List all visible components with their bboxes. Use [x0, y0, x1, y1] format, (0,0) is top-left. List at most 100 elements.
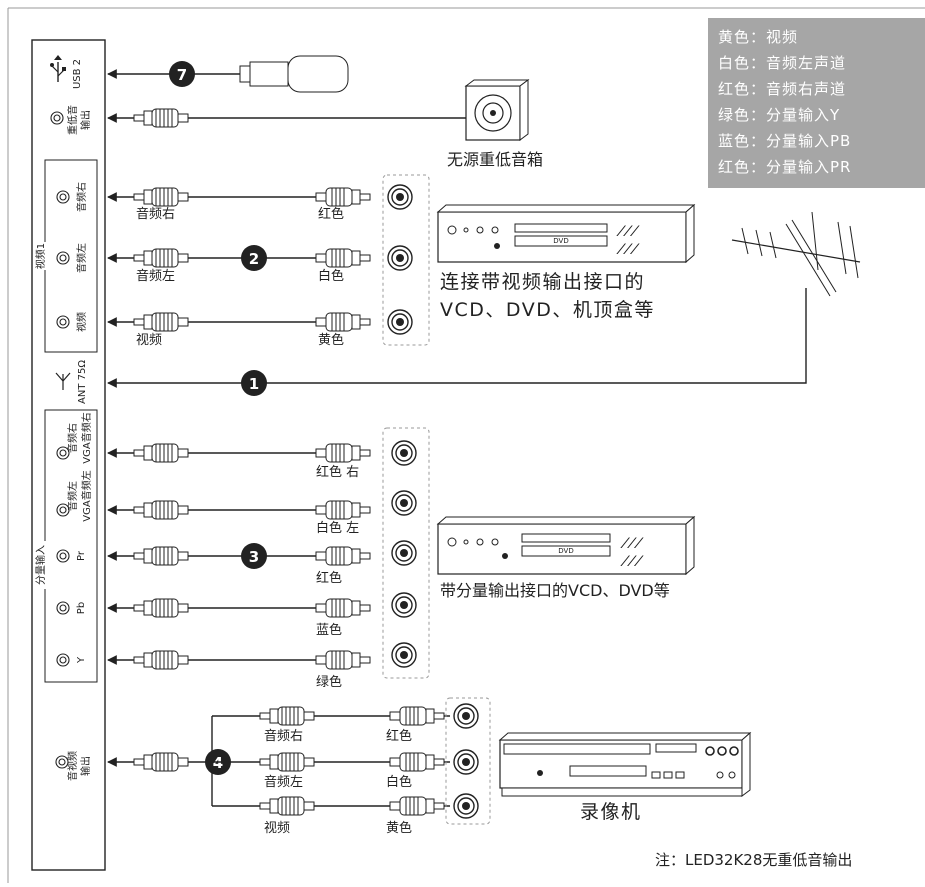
y-label: Y [76, 656, 87, 664]
video1-cable-left-2: 视频 [136, 333, 162, 348]
av-out-cable-audio-r [212, 706, 450, 726]
video1-group-label: 视频1 [34, 243, 47, 269]
component-cable-pb [107, 598, 371, 618]
component-device-y-jack[interactable] [391, 642, 417, 668]
component-device-l-jack[interactable] [391, 490, 417, 516]
av-out-cable-right-0: 红色 [386, 728, 412, 744]
component-cable-y [107, 650, 371, 670]
component-cable-l [107, 500, 371, 520]
av-out-cable-audio-l [212, 752, 450, 772]
av-out-cable-left-0: 音频右 [264, 728, 303, 744]
dvd-logo-2: DVD [558, 547, 573, 555]
component-device-jack-group [382, 427, 430, 679]
svg-text:⁄ ⁄ ⁄: ⁄ ⁄ ⁄ [616, 242, 640, 258]
component-cable-pr [107, 546, 371, 566]
vcr-audio-l-jack[interactable] [453, 749, 479, 775]
subwoofer-plug [133, 108, 189, 128]
subwoofer-out-label-top: 重低音 [66, 105, 79, 135]
vcr-jack-group [445, 697, 491, 825]
video1-audio-l-jack[interactable] [56, 251, 70, 265]
vcr-audio-r-jack[interactable] [453, 703, 479, 729]
video1-cable-left-0: 音频右 [136, 206, 175, 222]
av-out-cable-right-2: 黄色 [386, 820, 412, 836]
antenna-cable [107, 288, 807, 388]
footnote: 注：LED32K28无重低音输出 [655, 851, 852, 869]
badge-2 [241, 245, 267, 271]
av-out-cable-video [212, 796, 450, 816]
component-cable-right-3: 蓝色 [316, 622, 342, 638]
svg-text:⁄ ⁄ ⁄: ⁄ ⁄ ⁄ [616, 224, 640, 240]
component-device-r-jack[interactable] [391, 440, 417, 466]
component-device-pb-jack[interactable] [391, 592, 417, 618]
component-dvd-player-icon[interactable]: ⁄ ⁄ ⁄ ⁄ ⁄ ⁄ [436, 515, 696, 576]
video1-cable-audio-r [107, 187, 371, 207]
subwoofer-out-jack[interactable] [50, 111, 64, 125]
video1-audio-r-label: 音频右 [75, 182, 88, 212]
device-audio-l-jack[interactable] [387, 245, 413, 271]
video1-cable-audio-l [107, 248, 371, 268]
legend-item-2: 红色：音频右声道 [718, 80, 846, 98]
antenna-port-label: ANT 75Ω [77, 360, 88, 404]
vcd-device-label-line1: 连接带视频输出接口的 [440, 271, 645, 293]
vga-audio-l-label: VGA音频左 [80, 470, 93, 521]
component-cable-right-4: 绿色 [316, 674, 342, 690]
badge-1-label: 1 [249, 375, 259, 393]
subwoofer-out-label-bottom: 输出 [79, 110, 92, 130]
vga-audio-r-label: VGA音频右 [80, 412, 93, 463]
svg-text:⁄ ⁄ ⁄: ⁄ ⁄ ⁄ [620, 536, 644, 552]
video1-cable-video [107, 312, 371, 332]
usb-stick-icon[interactable] [239, 55, 349, 93]
vcr-video-jack[interactable] [453, 793, 479, 819]
subwoofer-label: 无源重低音箱 [447, 150, 543, 169]
pb-jack[interactable] [56, 601, 70, 615]
component-cable-r [107, 443, 371, 463]
av-out-jack[interactable] [55, 755, 69, 769]
pr-jack[interactable] [56, 549, 70, 563]
antenna-icon[interactable] [731, 211, 861, 297]
av-out-cable-left-1: 音频左 [264, 774, 303, 790]
component-cable-right-1: 白色 左 [316, 520, 359, 536]
video1-audio-r-jack[interactable] [56, 190, 70, 204]
video1-group-label-wrap: 视频1 [33, 242, 47, 270]
component-device-pr-jack[interactable] [391, 540, 417, 566]
video1-video-label: 视频 [75, 312, 88, 332]
component-cable-right-0: 红色 右 [316, 464, 359, 480]
subwoofer-speaker-icon[interactable] [464, 79, 530, 141]
svg-text:⁄ ⁄ ⁄: ⁄ ⁄ ⁄ [620, 554, 644, 570]
video1-device-jack-group [382, 174, 430, 346]
device-audio-r-jack[interactable] [387, 184, 413, 210]
video1-cable-left-1: 音频左 [136, 268, 175, 284]
component-group-label-wrap: 分量输入 [33, 541, 47, 589]
badge-2-label: 2 [249, 250, 259, 268]
legend-item-0: 黄色：视频 [718, 28, 798, 46]
video1-audio-l-label: 音频左 [75, 243, 88, 273]
pr-label: Pr [76, 550, 87, 561]
badge-3-label: 3 [249, 548, 259, 566]
badge-7 [169, 61, 195, 87]
legend-item-3: 绿色：分量输入Y [718, 106, 840, 124]
dvd-logo-1: DVD [553, 237, 568, 245]
usb-port-label: USB 2 [72, 59, 83, 89]
vcr-label: 录像机 [580, 801, 642, 823]
component-cable-right-2: 红色 [316, 570, 342, 586]
component-device-label: 带分量输出接口的VCD、DVD等 [440, 581, 670, 600]
vcd-device-label-line2: VCD、DVD、机顶盒等 [440, 299, 655, 321]
pb-label: Pb [76, 602, 87, 614]
legend-item-4: 蓝色：分量输入PB [718, 132, 851, 150]
vcr-icon[interactable] [498, 731, 752, 797]
dvd-player-icon[interactable]: ⁄ ⁄ ⁄ ⁄ ⁄ ⁄ [436, 203, 696, 264]
device-video-jack[interactable] [387, 309, 413, 335]
color-legend-box [708, 18, 925, 188]
av-out-main-plug [133, 752, 189, 772]
av-out-label-bottom: 输出 [79, 756, 92, 776]
y-jack[interactable] [56, 653, 70, 667]
badge-3 [241, 543, 267, 569]
badge-7-label: 7 [177, 66, 187, 84]
component-audio-r-label: 音频右 [66, 423, 79, 453]
badge-1 [241, 370, 267, 396]
badge-4-label: 4 [213, 754, 223, 772]
video1-video-jack[interactable] [56, 315, 70, 329]
component-group-label: 分量输入 [34, 545, 47, 585]
